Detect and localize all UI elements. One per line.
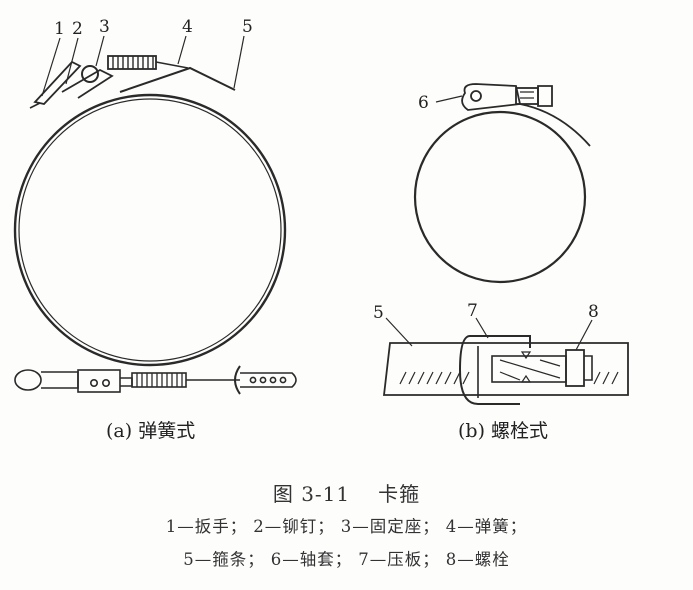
leader-lines-b: [385, 317, 593, 351]
legend-item-8: 8—螺栓: [445, 550, 510, 569]
spring-coil-top: [107, 55, 157, 70]
legend-item-2: 2—铆钉；: [253, 517, 335, 536]
label-part-8: 8: [588, 302, 599, 322]
legend-item-1: 1—扳手；: [165, 517, 248, 536]
label-part-1: 1: [54, 19, 65, 39]
figure-title: 卡箍: [378, 482, 421, 506]
spring-clamp-band-tail: [119, 66, 236, 93]
legend-item-7: 7—压板；: [358, 550, 440, 569]
legend-line-2: 5—箍条； 6—轴套； 7—压板； 8—螺栓: [0, 546, 693, 570]
spring-clamp-ring: [13, 93, 287, 367]
label-part-3: 3: [99, 17, 110, 37]
figure-number: 图 3-11: [272, 482, 351, 506]
spring-clamp-side-view: [14, 365, 297, 395]
legend-line-1: 1—扳手； 2—铆钉； 3—固定座； 4—弹簧；: [0, 513, 693, 537]
legend-item-6: 6—轴套；: [270, 550, 353, 569]
legend-item-3: 3—固定座；: [340, 517, 440, 536]
legend-item-4: 4—弹簧；: [445, 517, 528, 536]
wrench-lever: [29, 60, 82, 109]
bolt-clamp-ring: [413, 110, 587, 284]
subfigure-a-caption: (a) 弹簧式: [106, 420, 195, 442]
label-part-2: 2: [72, 19, 83, 39]
bolt-clamp-side-view: [382, 335, 629, 405]
label-part-4: 4: [182, 17, 193, 37]
figure-caption: 图 3-11 卡箍: [0, 478, 693, 507]
fixed-seat: [61, 68, 114, 99]
legend-item-5: 5—箍条；: [183, 550, 265, 569]
label-part-5-side: 5: [373, 303, 384, 323]
leader-lines-a: [41, 35, 245, 97]
label-part-7: 7: [467, 301, 478, 321]
label-part-6: 6: [418, 93, 429, 113]
rivet: [81, 65, 99, 83]
subfigure-b-caption: (b) 螺栓式: [458, 420, 548, 442]
bolt-clamp-head: [461, 83, 591, 147]
label-part-5: 5: [242, 17, 253, 37]
